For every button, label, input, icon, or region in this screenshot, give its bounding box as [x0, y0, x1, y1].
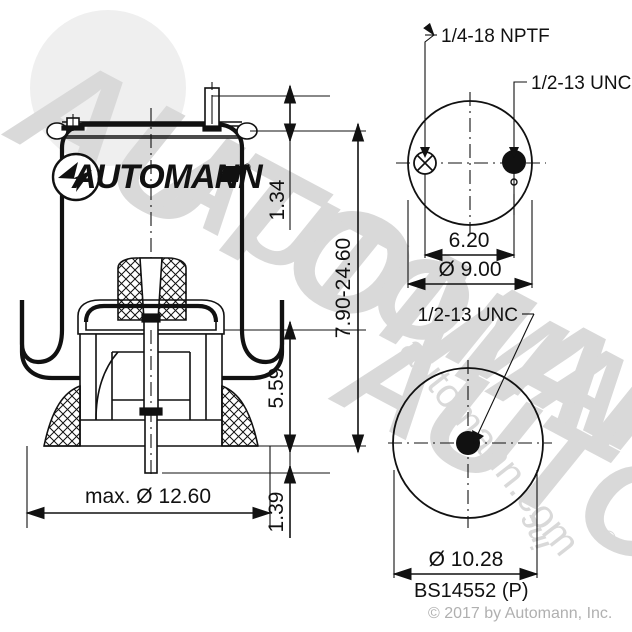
callout-nptf-leader: [423, 22, 435, 152]
callout-unc-bottom-leader: [476, 313, 535, 437]
piston-crimp-top: [83, 303, 219, 323]
callout-nptf-label: 1/4-18 NPTF: [441, 26, 550, 47]
logo-registered-mark: ®: [244, 162, 251, 172]
piston-curve-left: [95, 351, 119, 421]
dim-label-6-20: 6.20: [449, 229, 490, 252]
dim-label-1-39: 1.39: [265, 492, 288, 533]
callout-unc-leader: [513, 81, 527, 148]
callout-nptf: 1/4-18 NPTF: [423, 22, 550, 152]
logo-circle: [51, 152, 101, 202]
dimension-6-20: 6.20: [423, 174, 516, 262]
callout-unc-bottom-label: 1/2-13 UNC: [418, 305, 518, 326]
piston-skirt-left: [43, 384, 81, 447]
lobe-left: [19, 300, 86, 381]
stud-hole-circle: [502, 150, 526, 174]
callout-nptf-arrowhead: [420, 147, 430, 158]
bead-plate-top-view: 1/4-18 NPTF 1/2-13 UNC 6.20 Ø 9.00: [396, 22, 631, 291]
copyright-label: © 2017 by Automann, Inc.: [428, 605, 612, 622]
piston-assembly: [43, 257, 259, 478]
watermark-registered: ®: [601, 528, 616, 550]
piston-crimp-outer: [77, 299, 225, 335]
callout-unc-top-label: 1/2-13 UNC: [531, 73, 631, 94]
bead-plate-assembly: [46, 82, 258, 140]
dimension-overall: 7.90-24.60: [332, 122, 365, 454]
dimension-1-34: 1.34: [266, 84, 297, 230]
dim-label-overall: 7.90-24.60: [332, 238, 355, 338]
dimension-5-59: 5.59: [265, 320, 297, 454]
main-view-dimension-stack: 1.34 7.90-24.60 5.59 1.39 max. Ø 12.60: [25, 84, 366, 538]
dim-label-5-59: 5.59: [265, 368, 288, 409]
logo-arrow-icon: [58, 162, 92, 192]
air-port-flange: [61, 125, 85, 131]
dimension-max-diameter: max. Ø 12.60: [25, 446, 272, 528]
callout-unc-top: 1/2-13 UNC: [509, 73, 631, 158]
dimension-piston-diameter: Ø 10.28: [392, 470, 539, 581]
bumper-center-web: [139, 257, 163, 321]
stud-base: [202, 125, 222, 132]
dim-label-10-28: Ø 10.28: [429, 548, 504, 571]
dimension-plate-diameter: Ø 9.00: [406, 200, 534, 291]
callout-unc-arrowhead: [509, 147, 519, 158]
dim-label-9-00: Ø 9.00: [438, 258, 501, 281]
lobe-right: [218, 300, 285, 381]
piston-bottom-view: 1/2-13 UNC Ø 10.28: [388, 305, 552, 581]
dim-label-1-34: 1.34: [266, 179, 289, 220]
part-number-label: BS14552 (P): [414, 580, 529, 602]
center-bolt-head: [141, 313, 161, 323]
dim-label-12-60: max. Ø 12.60: [85, 485, 211, 508]
piston-skirt-right: [221, 384, 259, 447]
air-port-cross-icon: [416, 154, 434, 172]
piston-skirt-edges: [79, 386, 223, 446]
automann-logo: AUTOMANN ®: [51, 152, 265, 202]
logo-accent-shape: [220, 166, 242, 182]
dimension-1-39: 1.39: [265, 440, 297, 538]
callout-unc-bottom: 1/2-13 UNC: [418, 305, 535, 444]
main-side-section-view: AUTOMANN ®: [19, 82, 285, 478]
piston-ribs-inner: [111, 352, 191, 420]
callout-unc-bottom-arrowhead: [472, 430, 484, 444]
